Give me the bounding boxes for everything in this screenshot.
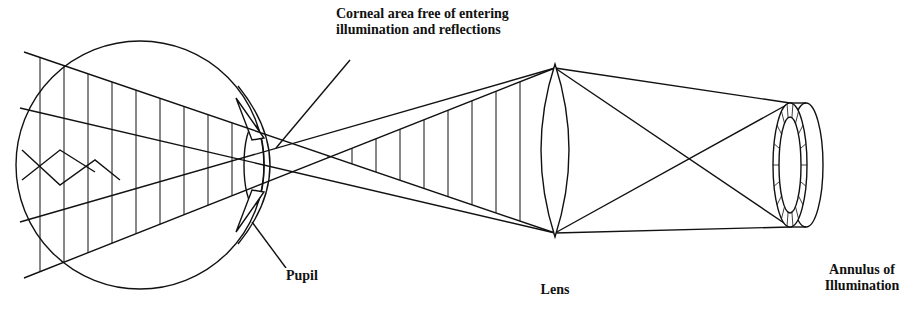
hatch-stroke [777,196,782,205]
hatch-stroke [160,98,161,224]
iris [236,190,264,232]
hatch-stroke [800,181,806,186]
hatch-stroke [376,139,377,172]
hatch-stroke [88,74,89,253]
hatch-stroke [782,207,785,219]
ray [555,227,790,233]
ray [555,68,790,103]
hatch-stroke [424,120,425,189]
iris [236,98,264,140]
leader-line [276,60,350,148]
hatch-stroke [798,196,803,205]
condenser-lens [541,64,569,237]
hatch-stroke [800,144,806,149]
ray [22,150,120,185]
hatch-stroke [496,91,497,213]
hatch-stroke [520,82,521,221]
leader-line [252,222,286,268]
hatch-stroke [136,90,137,234]
hatch-stroke [472,101,473,205]
hatch-stroke [774,144,780,149]
hatch-stroke [208,115,209,206]
part-label: Lens [523,282,587,298]
hatch-stroke [184,107,185,215]
hatch-stroke [773,165,779,166]
ray [24,52,555,233]
annulus-ring [773,103,807,227]
hatch-stroke [328,156,329,158]
hatch-stroke [232,123,233,196]
ray [555,103,790,233]
hatch-stroke [792,212,793,226]
hatch-stroke [787,104,788,118]
hatch-stroke [787,212,788,226]
callout-label: Corneal area free of entering illuminati… [334,6,528,38]
hatch-stroke [798,125,803,134]
hatch-stroke [112,82,113,243]
hatch-stroke [448,110,449,196]
hatch-stroke [782,111,785,123]
hatch-stroke [40,57,41,271]
eyeball [16,41,264,289]
hatch-stroke [352,148,353,164]
annulus-inner [779,117,801,213]
hatch-stroke [777,125,782,134]
ray [24,68,555,278]
ray-hatching [40,57,520,271]
callout-label: Pupil [284,268,348,284]
annulus-hatching [773,104,807,226]
hatch-stroke [400,129,401,180]
part-label: Annulus of Illumination [814,262,910,294]
hatch-stroke [64,66,65,263]
hatch-stroke [796,111,799,123]
ray [555,68,790,227]
ray [20,108,555,233]
hatch-stroke [774,181,780,186]
hatch-stroke [792,104,793,118]
hatch-stroke [796,207,799,219]
hatch-stroke [801,165,807,166]
ray [20,68,555,222]
